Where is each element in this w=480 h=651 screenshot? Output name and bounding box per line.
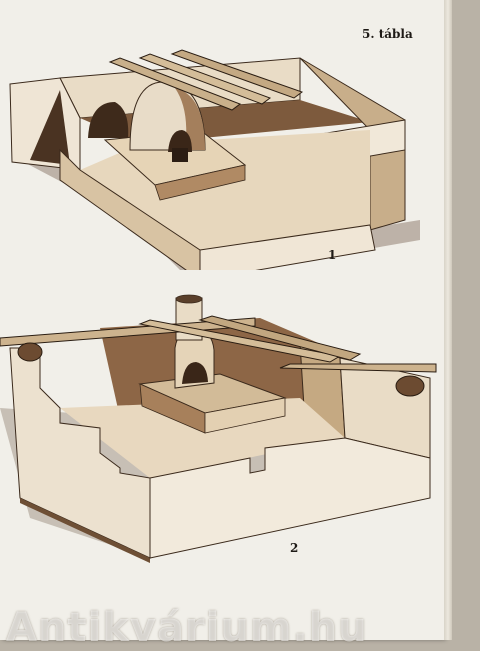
fig1-plank-1 — [108, 57, 242, 111]
fig1-right-wall — [299, 57, 406, 231]
fig1-front-wall-front — [199, 224, 376, 270]
fig1-left-wall-shade — [30, 90, 70, 165]
fig2-chimney-top — [175, 294, 203, 304]
plate-label: 5. tábla — [362, 27, 413, 41]
fig2-plank-right — [279, 363, 437, 373]
fig1-back-arch — [88, 102, 129, 138]
figure-1-illustration — [9, 49, 420, 270]
figure-2-illustration — [0, 294, 437, 563]
page-edge — [444, 0, 452, 640]
fig1-platform-front — [154, 164, 246, 201]
figure-1-number: 1 — [328, 248, 337, 262]
fig1-kiln-pot — [172, 148, 188, 162]
fig2-front-wall — [149, 437, 431, 559]
fig2-plank-3 — [198, 315, 362, 361]
watermark: Antikvárium.hu — [6, 605, 368, 651]
fig2-kiln-opening — [182, 362, 208, 384]
figure-2-number: 2 — [290, 541, 299, 555]
fig2-left-wall-base — [20, 498, 150, 563]
fig1-plank-2 — [138, 53, 272, 105]
fig2-step-front — [204, 397, 286, 434]
fig1-kiln-opening — [168, 130, 192, 152]
fig2-log-end — [395, 375, 425, 397]
fig1-plank-3 — [170, 49, 304, 99]
fig2-log-left — [17, 342, 43, 362]
fig1-kiln-shade — [175, 88, 205, 150]
